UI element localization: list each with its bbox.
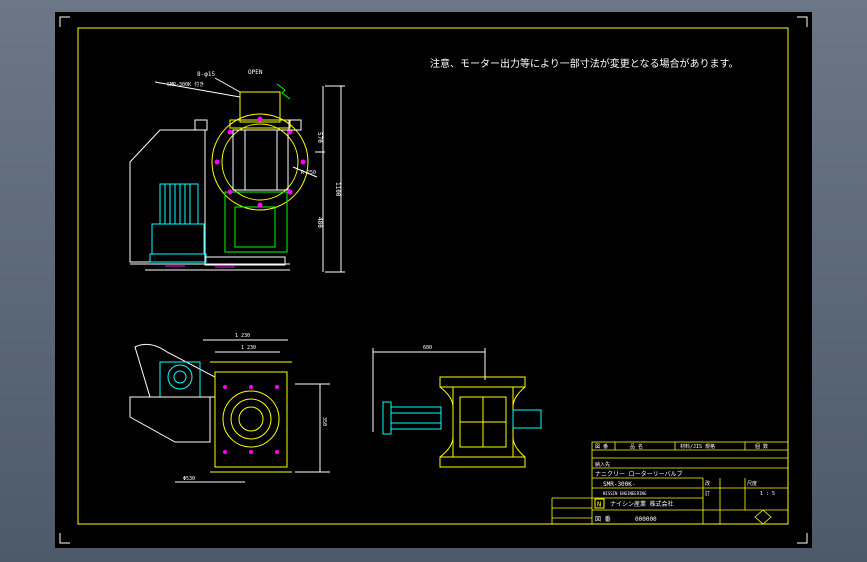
title-block: 図 番 品 名 材料/JIS 規格 個 数 納入先 ナニクリー ローターリーバル… xyxy=(551,441,789,525)
dim-bottom: Φ530 xyxy=(183,476,195,482)
drawing-canvas[interactable]: 注意、モーター出力等により一部寸法が変更となる場合があります。 xyxy=(55,12,812,548)
sheet-border xyxy=(77,27,789,525)
tb-scale: 1 : 5 xyxy=(760,491,775,497)
tb-name: ナニクリー ローターリーバルブ xyxy=(595,470,683,478)
tb-customer: 納入先 xyxy=(595,461,610,468)
company-logo-icon xyxy=(594,498,605,509)
tb-model: SMR-300K- xyxy=(603,481,636,488)
tb-rev-1: 訂 xyxy=(705,490,710,497)
crop-marks xyxy=(59,16,808,544)
label-flange: SMR-300K 付き xyxy=(167,81,204,88)
tb-hdr-2: 材料/JIS 規格 xyxy=(680,443,715,450)
dim-right-h: 350 xyxy=(321,417,327,426)
company-logo-text: N xyxy=(597,501,601,509)
tb-hdr-0: 図 番 xyxy=(595,443,608,450)
dim-a: 570 xyxy=(316,132,323,143)
label-radius: R 250 xyxy=(301,170,316,176)
label-bolts: 8-φ15 xyxy=(197,71,215,78)
dim-w-inner: 1 230 xyxy=(241,345,256,351)
tb-hdr-3: 個 数 xyxy=(755,443,768,450)
label-open: OPEN xyxy=(248,69,263,76)
tb-rev-0: 改 xyxy=(705,480,710,487)
drawing-note: 注意、モーター出力等により一部寸法が変更となる場合があります。 xyxy=(430,57,739,70)
tb-company-en: NISSIN ENGINEERING xyxy=(603,491,647,496)
dim-w-outer: 1 230 xyxy=(235,333,250,339)
top-view: 1 230 1 230 350 Φ530 xyxy=(129,333,330,483)
tb-scale-label: 尺度 xyxy=(747,480,757,487)
tb-drawing-no: 000000 xyxy=(635,516,657,523)
side-view: 600 xyxy=(372,345,542,468)
cad-drawing: 注意、モーター出力等により一部寸法が変更となる場合があります。 xyxy=(59,16,808,544)
dim-b: 1100 xyxy=(334,182,341,197)
tb-hdr-1: 品 名 xyxy=(630,443,643,450)
front-view: 8-φ15 SMR-300K 付き OPEN R 250 570 1100 48… xyxy=(129,69,345,273)
dim-side-w: 600 xyxy=(423,345,432,351)
tb-drawing-label: 図 番 xyxy=(595,516,611,523)
tb-company: ナイシン産業 株式会社 xyxy=(610,500,674,508)
dim-c: 480 xyxy=(316,217,323,228)
